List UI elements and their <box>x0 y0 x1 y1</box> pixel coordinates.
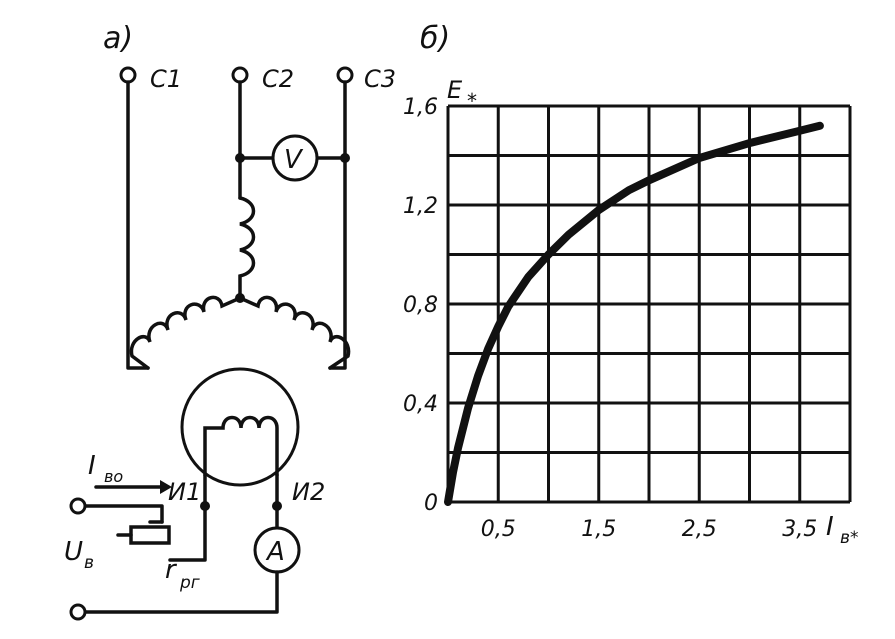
y-tick-label: 0 <box>424 491 438 516</box>
voltage-label: U <box>64 537 83 567</box>
y-tick-label: 0,8 <box>403 293 438 318</box>
x-tick-label: 0,5 <box>481 517 516 542</box>
x-axis-label-sub: в* <box>840 528 859 548</box>
magnetization-curve <box>444 121 824 506</box>
wire-c3 <box>328 80 347 370</box>
terminal-c2-label: C2 <box>262 65 294 93</box>
voltage-label-sub: в <box>84 553 94 573</box>
rheostat <box>129 525 171 545</box>
terminal-i2-label: И2 <box>292 478 325 506</box>
panel-label-b: б) <box>420 21 450 56</box>
voltmeter-label: V <box>284 145 304 175</box>
field-winding <box>203 415 279 477</box>
wire-supply-top <box>84 504 164 524</box>
supply-terminal-bottom <box>69 603 87 621</box>
y-tick-label: 1,2 <box>403 194 438 219</box>
node-c2 <box>235 153 245 163</box>
resistor-label: r <box>165 555 178 585</box>
node-i1 <box>200 501 210 511</box>
x-tick-label: 3,5 <box>782 517 817 542</box>
y-tick-label: 1,6 <box>403 95 438 120</box>
chart-grid <box>446 104 852 504</box>
y-axis-label: E <box>447 76 463 104</box>
y-axis-label-sub: * <box>467 89 477 113</box>
current-label-sub: во <box>104 467 123 486</box>
current-arrow-head <box>160 480 172 494</box>
x-axis-label: I <box>826 512 834 542</box>
node-i2 <box>272 501 282 511</box>
resistor-label-sub: рг <box>179 573 200 593</box>
wire-c1 <box>126 80 150 370</box>
current-label: I <box>88 451 96 481</box>
coil-phase-b <box>238 196 256 300</box>
magnetization-chart: б) 0,5 1,5 2,5 3,5 0 0,4 0,8 1,2 1,6 E * I в* <box>403 21 859 548</box>
supply-terminal-top <box>69 497 87 515</box>
terminal-c3 <box>336 66 354 84</box>
y-tick-label: 0,4 <box>403 392 438 417</box>
circuit-diagram: а) C1 C2 C3 V <box>64 21 396 621</box>
terminal-c3-label: C3 <box>364 65 396 93</box>
terminal-c2 <box>231 66 249 84</box>
terminal-i1-label: И1 <box>168 478 201 506</box>
wire-ammeter-bottom <box>84 570 279 614</box>
chart-series <box>444 121 824 506</box>
x-tick-label: 2,5 <box>682 517 717 542</box>
coil-phase-a <box>129 295 242 370</box>
terminal-c1-label: C1 <box>150 65 182 93</box>
chart-ticks: 0,5 1,5 2,5 3,5 0 0,4 0,8 1,2 1,6 <box>403 95 817 542</box>
panel-label-a: а) <box>103 21 133 56</box>
node-c3 <box>340 153 350 163</box>
voltmeter <box>271 134 319 182</box>
x-tick-label: 1,5 <box>581 517 616 542</box>
terminal-c1 <box>119 66 137 84</box>
coil-phase-c <box>238 295 351 370</box>
ammeter-label: A <box>265 537 285 567</box>
